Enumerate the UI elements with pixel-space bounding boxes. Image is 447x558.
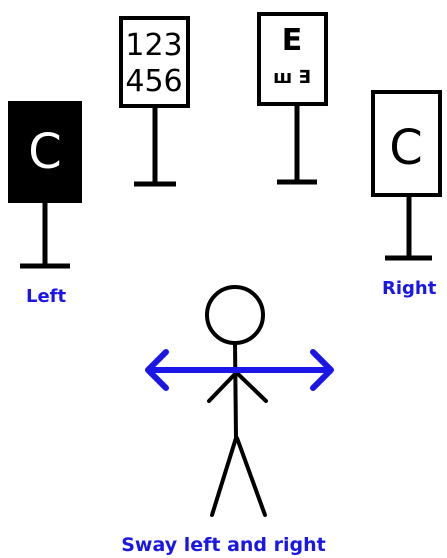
sign-right-letter: C	[389, 120, 423, 176]
sign-left-letter: C	[28, 124, 62, 180]
label-left: Left	[26, 286, 67, 307]
sign-letters-line1: E	[282, 23, 303, 58]
sign-letters: E ш ∃	[257, 12, 328, 185]
figure-leg-right	[235, 436, 267, 517]
sign-numbers-board	[119, 16, 190, 108]
sway-arrow	[145, 349, 334, 391]
caption: Sway left and right	[121, 534, 326, 556]
figure-arm-right	[236, 372, 268, 403]
sign-right: C	[371, 90, 442, 261]
figure-body	[233, 341, 238, 440]
sign-left: C	[8, 101, 82, 269]
sign-letters-line2: ш ∃	[273, 67, 311, 88]
label-right: Right	[382, 278, 437, 299]
sign-numbers-line1: 123	[125, 28, 182, 63]
sway-arrow-head-left	[145, 349, 169, 391]
figure-arm-left	[207, 372, 237, 403]
figure-head	[205, 285, 265, 345]
sign-numbers: 123 456	[119, 16, 190, 187]
figure-leg-left	[210, 436, 238, 517]
sway-arrow-head-right	[310, 349, 334, 391]
sign-numbers-line2: 456	[125, 64, 182, 99]
stick-figure	[205, 285, 268, 517]
sign-letters-board	[257, 12, 328, 106]
